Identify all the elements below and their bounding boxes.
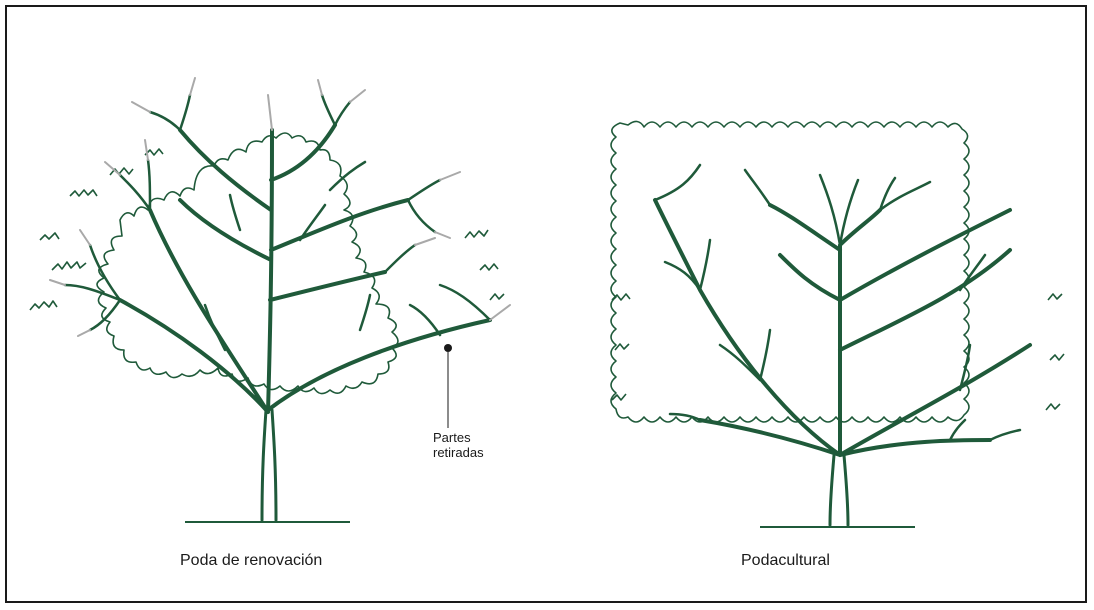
- removed-parts-label: Partes retiradas: [433, 430, 484, 460]
- callout-dot: [444, 344, 452, 352]
- left-tree-main-branches: [120, 125, 490, 412]
- right-tree-trunk: [830, 455, 848, 525]
- removed-parts-callout: [444, 344, 452, 428]
- right-tree-main-branches: [655, 200, 1030, 455]
- removed-parts-label-line1: Partes: [433, 430, 484, 445]
- right-tree: [611, 121, 1064, 527]
- left-tree-secondary-branches: [65, 95, 490, 350]
- right-tree-canopy-outline: [611, 121, 969, 422]
- left-tree-caption: Poda de renovación: [180, 552, 322, 570]
- left-tree-canopy-outline: [97, 133, 398, 394]
- removed-parts-label-line2: retiradas: [433, 445, 484, 460]
- right-tree-caption: Podacultural: [741, 552, 830, 570]
- left-tree-trunk: [262, 410, 276, 520]
